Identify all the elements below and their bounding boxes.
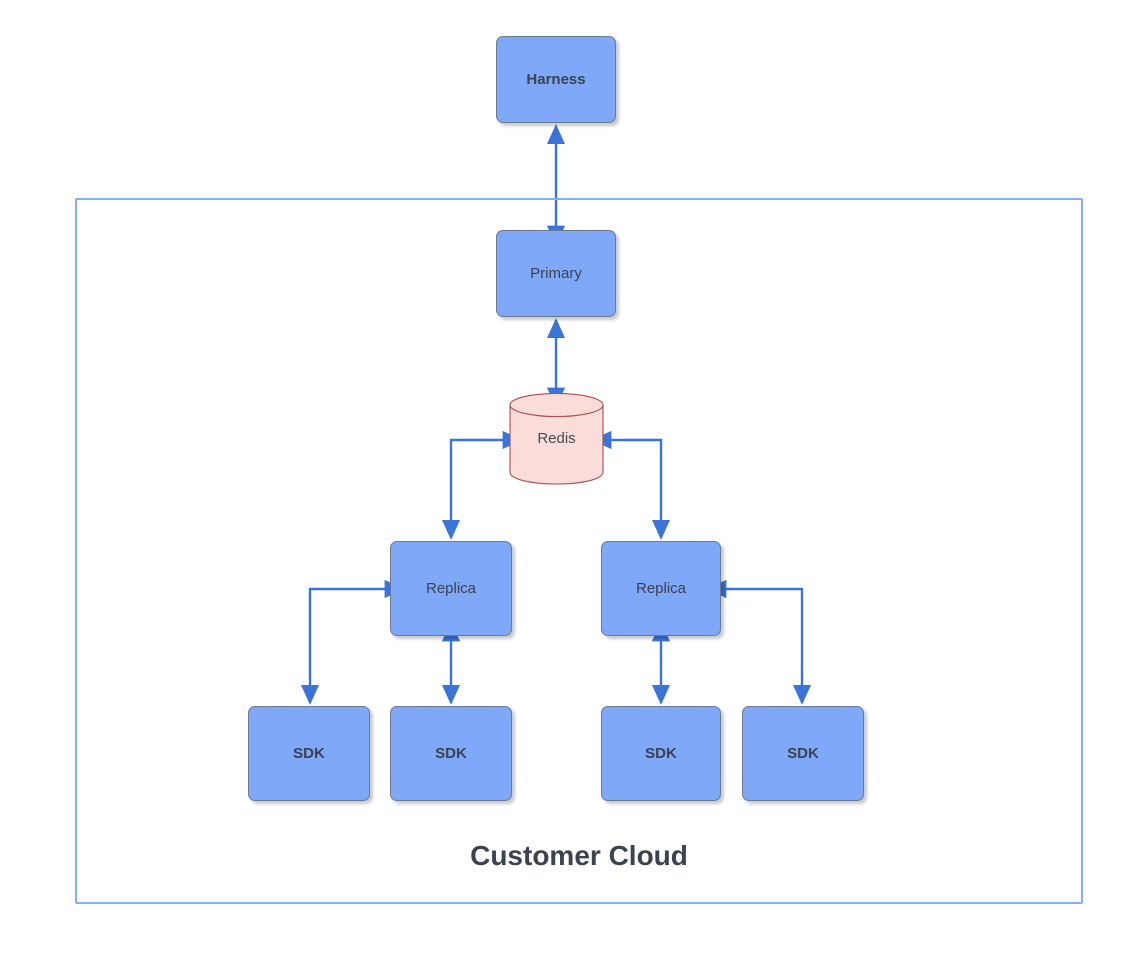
cylinder-top-shape [509,392,604,418]
node-replica-right-label: Replica [635,579,687,597]
customer-cloud-label: Customer Cloud [470,840,688,871]
node-redis[interactable]: Redis [509,392,604,485]
customer-cloud-container [75,198,1083,904]
node-sdk-4-label: SDK [787,744,819,762]
node-replica-right[interactable]: Replica [601,541,721,636]
node-sdk-3-label: SDK [645,744,677,762]
node-harness-label: Harness [526,70,586,88]
node-sdk-4[interactable]: SDK [742,706,864,801]
node-sdk-3[interactable]: SDK [601,706,721,801]
node-primary[interactable]: Primary [496,230,616,317]
node-sdk-2[interactable]: SDK [390,706,512,801]
node-replica-left-label: Replica [425,579,477,597]
node-sdk-1-label: SDK [293,744,325,762]
node-replica-left[interactable]: Replica [390,541,512,636]
node-primary-label: Primary [530,264,582,282]
node-sdk-2-label: SDK [435,744,467,762]
node-sdk-1[interactable]: SDK [248,706,370,801]
node-harness[interactable]: Harness [496,36,616,123]
